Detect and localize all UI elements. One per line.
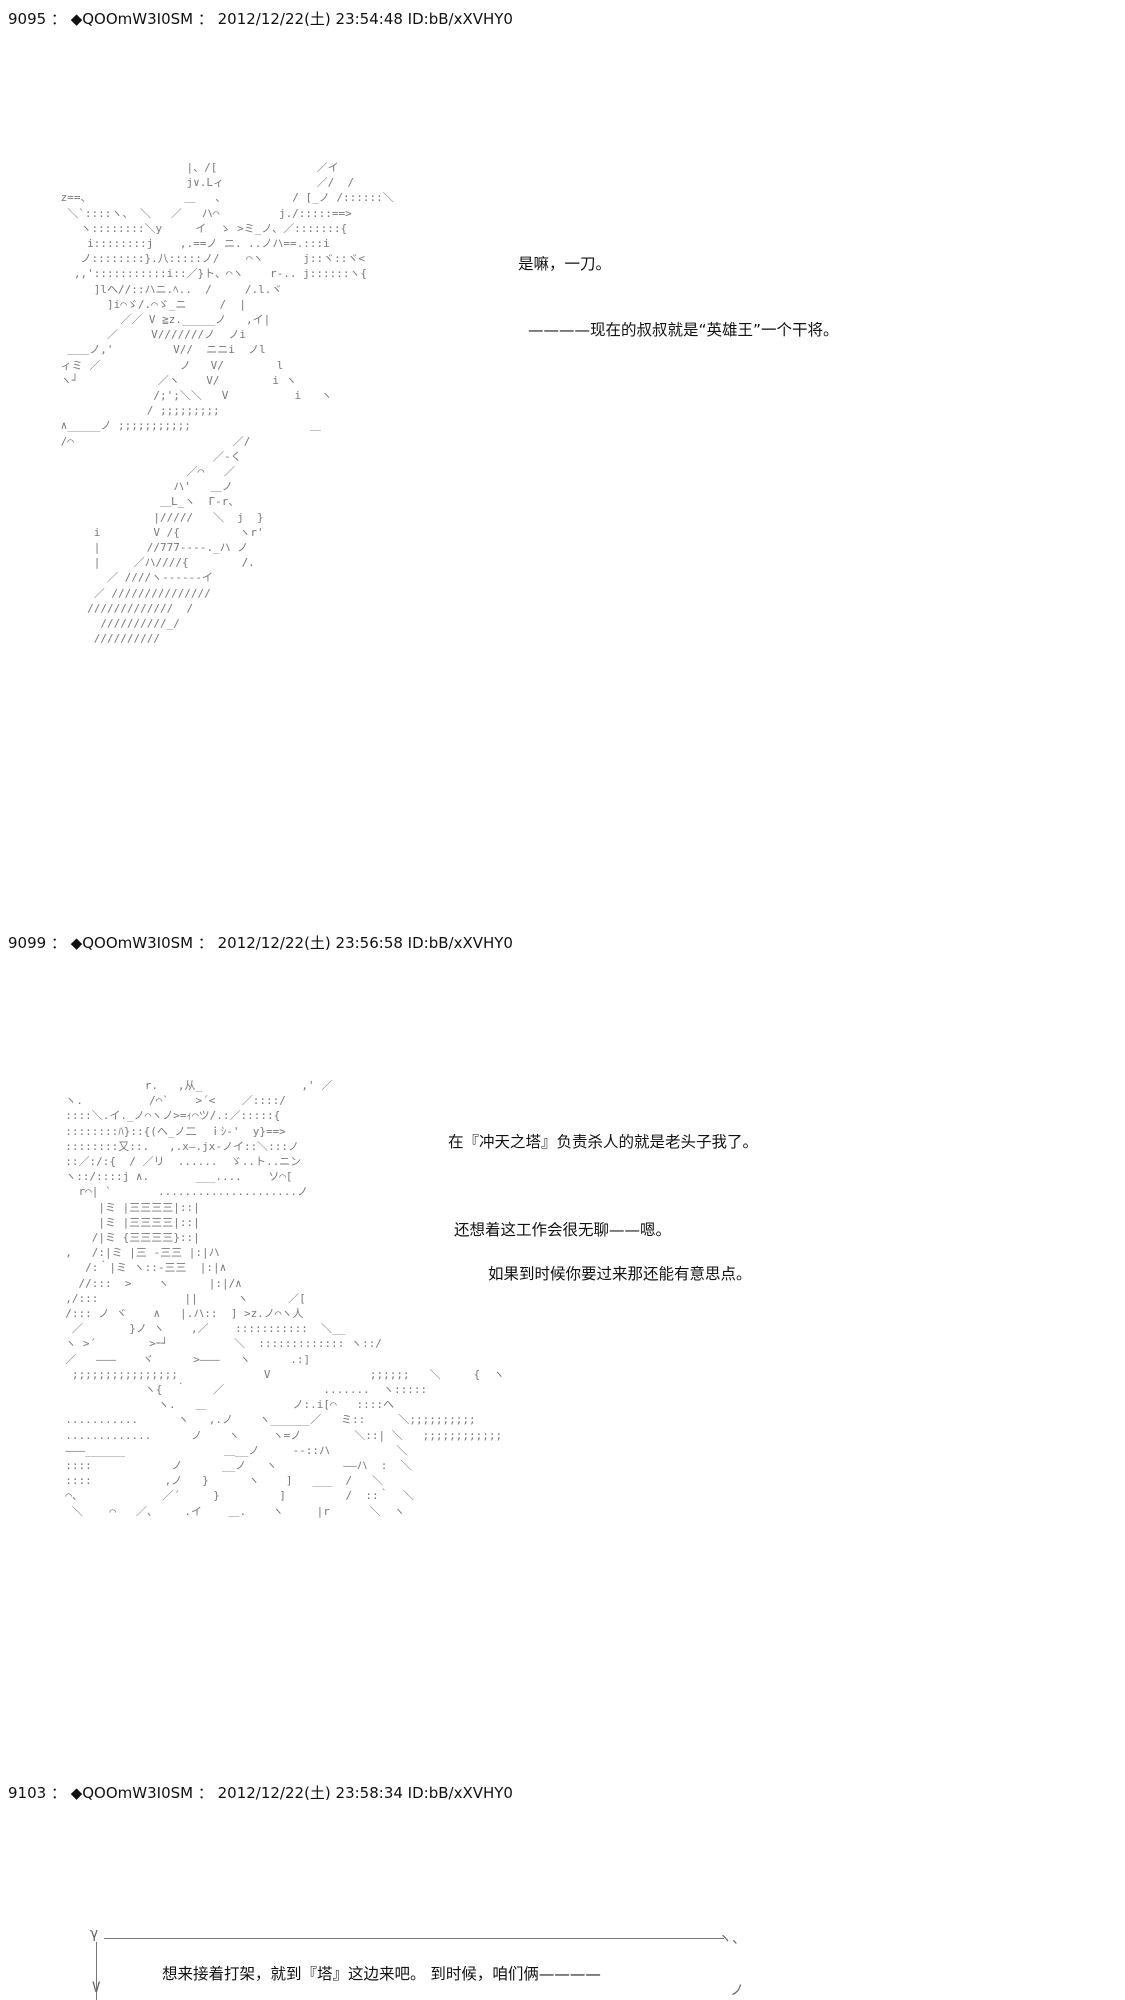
ascii-art-figure-2: r. ,从_ ,' ／ ヽ. /⌒` >´< ／::::/ ::::＼.イ._ノ… <box>65 1079 505 1518</box>
dialogue-line: ————现在的叔叔就是“英雄王”一个干将。 <box>528 321 839 339</box>
ascii-art-figure-1: |、/[ ／イ j∨.Lィ ／/ / z==、 ＿ 、 / [_ノ /:::::… <box>60 161 394 646</box>
bubble-top-border <box>104 1938 724 1939</box>
speech-bubble: γ ヽ、 V ノ 想来接着打架，就到『塔』这边来吧。 到时候，咱们俩———— <box>90 1924 750 2000</box>
bubble-left-border <box>96 1942 98 2000</box>
dialogue-line: 是嘛，一刀。 <box>518 255 612 273</box>
post-header-9103: 9103 ： ◆QOOmW3I0SM ： 2012/12/22(土) 23:58… <box>8 1784 513 1802</box>
bubble-corner-mark: ヽ、 <box>718 1931 746 1947</box>
post-header-9099: 9099 ： ◆QOOmW3I0SM ： 2012/12/22(土) 23:56… <box>8 934 513 952</box>
bubble-corner-mark: γ <box>90 1926 99 1942</box>
post-header-9095: 9095 ： ◆QOOmW3I0SM ： 2012/12/22(土) 23:54… <box>8 10 513 28</box>
bubble-corner-mark: ノ <box>730 1983 744 1999</box>
bubble-corner-mark: V <box>92 1980 101 1996</box>
dialogue-line: 如果到时候你要过来那还能有意思点。 <box>488 1265 752 1283</box>
dialogue-line: 在『冲天之塔』负责杀人的就是老头子我了。 <box>448 1133 759 1151</box>
dialogue-line: 还想着这工作会很无聊——嗯。 <box>454 1221 672 1239</box>
dialogue-line: 想来接着打架，就到『塔』这边来吧。 到时候，咱们俩———— <box>162 1965 601 1983</box>
